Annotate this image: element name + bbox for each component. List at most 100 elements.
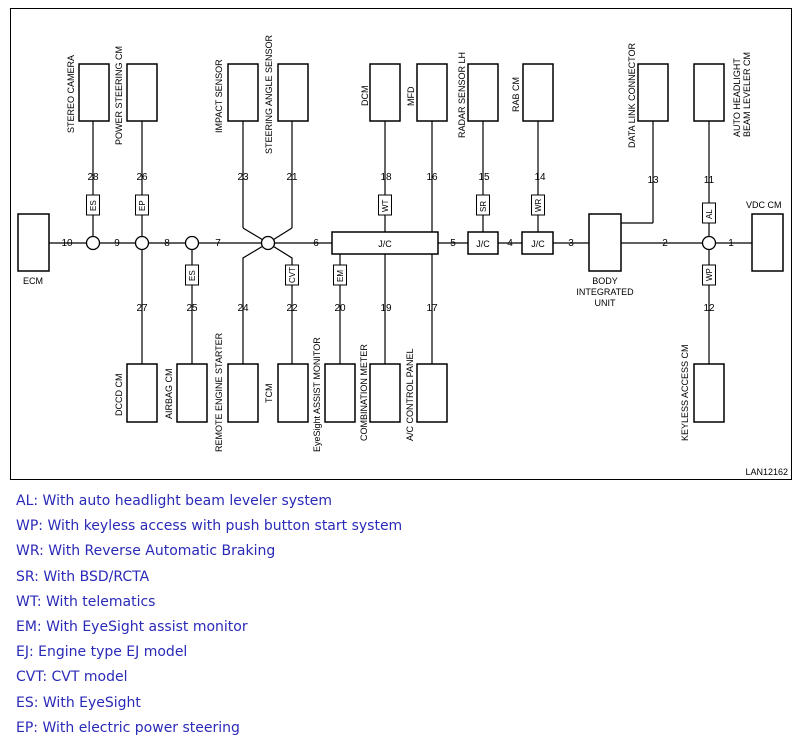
module-stereo-camera: STEREO CAMERA	[66, 55, 110, 133]
legend-item: EP: With electric power steering	[16, 719, 240, 736]
module-auto-headlight-beam-leveler-cm: AUTO HEADLIGHT BEAM LEVELER CM	[693, 52, 752, 137]
svg-text:A/C CONTROL PANEL: A/C CONTROL PANEL	[405, 348, 415, 441]
wire-number: 16	[426, 172, 438, 183]
wire-number: 25	[186, 303, 198, 314]
wire-number: 9	[114, 238, 120, 249]
svg-text:WP: WP	[705, 268, 714, 281]
wire-number: 22	[286, 303, 298, 314]
wire-number: 20	[334, 303, 346, 314]
svg-text:J/C: J/C	[531, 239, 545, 249]
legend-item: WT: With telematics	[16, 593, 156, 610]
wire-number: 7	[215, 238, 221, 249]
module-dcm: DCM	[360, 63, 401, 122]
module-ecm: ECM	[17, 213, 50, 286]
module-data-link-connector: DATA LINK CONNECTOR	[627, 42, 669, 148]
wire-number: 24	[237, 303, 249, 314]
svg-text:DCCD CM: DCCD CM	[114, 374, 124, 417]
svg-text:AL: AL	[705, 209, 714, 219]
svg-text:POWER STEERING CM: POWER STEERING CM	[114, 46, 124, 145]
wire-number: 2	[662, 238, 668, 249]
legend-item: WR: With Reverse Automatic Braking	[16, 543, 276, 560]
wire-number: 14	[534, 172, 546, 183]
option-tag-wt: WT	[378, 194, 392, 216]
svg-text:J/C: J/C	[378, 239, 392, 249]
svg-text:KEYLESS ACCESS CM: KEYLESS ACCESS CM	[680, 344, 690, 441]
svg-text:COMBINATION METER: COMBINATION METER	[359, 344, 369, 441]
wire-number: 23	[237, 172, 249, 183]
wire-number: 1	[728, 238, 734, 249]
module-keyless-access-cm: KEYLESS ACCESS CM	[680, 344, 725, 441]
wire-number: 11	[704, 175, 715, 186]
svg-text:WT: WT	[381, 199, 390, 212]
wire-number: 28	[87, 172, 99, 183]
splice-nodes	[85, 235, 717, 251]
diagram-ref-code: LAN12162	[745, 467, 788, 477]
wire-number: 10	[61, 238, 73, 249]
svg-text:ES: ES	[89, 200, 98, 211]
svg-text:CVT: CVT	[288, 267, 297, 283]
svg-text:INTEGRATED: INTEGRATED	[576, 287, 634, 297]
svg-text:WR: WR	[534, 198, 543, 212]
svg-text:IMPACT SENSOR: IMPACT SENSOR	[214, 59, 224, 133]
legend-item: WP: With keyless access with push button…	[16, 518, 403, 535]
wire-number: 8	[164, 238, 170, 249]
wire-number: 5	[450, 238, 456, 249]
legend-item: ES: With EyeSight	[16, 694, 141, 711]
module-airbag-cm: AIRBAG CM	[164, 363, 208, 423]
legend-list: AL: With auto headlight beam leveler sys…	[16, 489, 402, 741]
module-mfd: MFD	[406, 63, 448, 122]
svg-text:AUTO HEADLIGHT: AUTO HEADLIGHT	[732, 58, 742, 137]
module-radar-sensor-lh: RADAR SENSOR LH	[457, 52, 499, 138]
module-dccd-cm: DCCD CM	[114, 363, 158, 423]
wire-number: 6	[313, 238, 319, 249]
legend-item: AL: With auto headlight beam leveler sys…	[16, 493, 333, 509]
can-network-diagram: STEREO CAMERA POWER STEERING CM IMPACT S…	[10, 8, 792, 480]
module-body-integrated-unit: BODY INTEGRATED UNIT	[576, 213, 634, 308]
diagram-frame	[10, 8, 792, 480]
wire-number: 18	[380, 172, 392, 183]
legend-item: CVT: CVT model	[16, 669, 128, 686]
option-tag-es-top: ES	[86, 194, 100, 216]
svg-text:SR: SR	[479, 201, 488, 212]
wire-number: 27	[136, 303, 148, 314]
wire-number: 21	[286, 172, 298, 183]
legend-item: EJ: Engine type EJ model	[16, 644, 188, 661]
junction-main: J/C	[331, 231, 439, 255]
svg-text:STEERING ANGLE SENSOR: STEERING ANGLE SENSOR	[264, 34, 274, 154]
svg-text:ES: ES	[188, 270, 197, 281]
svg-text:DATA LINK CONNECTOR: DATA LINK CONNECTOR	[627, 42, 637, 148]
svg-text:ECM: ECM	[23, 276, 43, 286]
module-tcm: TCM	[264, 363, 309, 423]
svg-text:RAB CM: RAB CM	[511, 77, 521, 112]
svg-text:EyeSight ASSIST MONITOR: EyeSight ASSIST MONITOR	[312, 337, 322, 452]
module-steering-angle-sensor: STEERING ANGLE SENSOR	[264, 34, 309, 154]
module-power-steering-cm: POWER STEERING CM	[114, 46, 158, 145]
svg-text:UNIT: UNIT	[595, 298, 616, 308]
option-tag-ep: EP	[135, 194, 149, 216]
option-tag-al: AL	[702, 202, 716, 224]
wire-number: 15	[478, 172, 490, 183]
module-ac-control-panel: A/C CONTROL PANEL	[405, 348, 448, 441]
svg-text:EP: EP	[138, 200, 147, 211]
svg-text:AIRBAG CM: AIRBAG CM	[164, 368, 174, 419]
module-eyesight-assist-monitor: EyeSight ASSIST MONITOR	[312, 337, 356, 452]
svg-text:DCM: DCM	[360, 86, 370, 107]
svg-text:BEAM LEVELER CM: BEAM LEVELER CM	[742, 52, 752, 137]
wire-number: 13	[647, 175, 659, 186]
option-tag-sr: SR	[476, 194, 490, 216]
svg-text:J/C: J/C	[476, 239, 490, 249]
option-tag-wp: WP	[702, 264, 716, 286]
option-tag-es-bottom: ES	[185, 264, 199, 286]
wire-number: 19	[380, 303, 392, 314]
option-tag-em: EM	[333, 264, 347, 286]
svg-text:BODY: BODY	[592, 276, 618, 286]
branch-wires	[92, 120, 710, 364]
module-impact-sensor: IMPACT SENSOR	[214, 59, 259, 133]
module-rab-cm: RAB CM	[511, 63, 554, 122]
wire-number: 4	[507, 238, 513, 249]
module-combination-meter: COMBINATION METER	[359, 344, 401, 441]
wire-number: 26	[136, 172, 148, 183]
svg-text:VDC CM: VDC CM	[746, 200, 782, 210]
svg-text:STEREO CAMERA: STEREO CAMERA	[66, 55, 76, 133]
option-tag-cvt: CVT	[285, 264, 299, 286]
